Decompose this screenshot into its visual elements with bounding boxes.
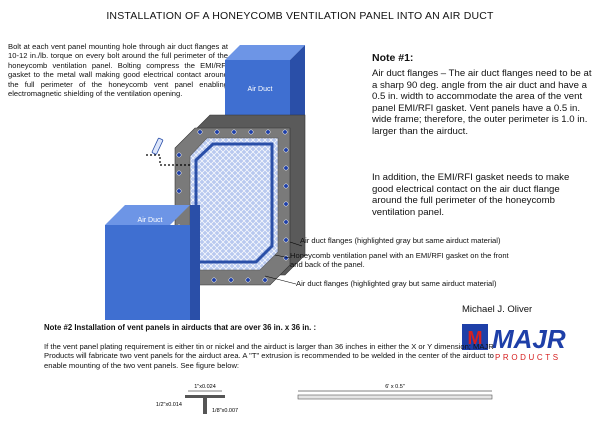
logo-main-text: MAJR (492, 324, 566, 354)
bolt-hole (265, 129, 271, 135)
bolt-hole (245, 277, 251, 283)
bolt-hole (228, 277, 234, 283)
bolt-hole (176, 152, 182, 158)
dim-bar-label: 6' x 0.5" (385, 384, 405, 390)
honeycomb-label: Honeycomb ventilation panel with an EMI/… (290, 251, 509, 270)
bolt-hole (282, 129, 288, 135)
bolt-hole (176, 188, 182, 194)
bolt-hole (197, 129, 203, 135)
bolt-hole (283, 183, 289, 189)
note1-paragraph-2: In addition, the EMI/RFI gasket needs to… (372, 172, 570, 218)
note2-heading: Note #2 Installation of vent panels in a… (44, 323, 317, 332)
note1-paragraph-1: Air duct flanges – The air duct flanges … (372, 68, 592, 137)
duct-installation-diagram: Air Duct Air Duct (105, 45, 306, 320)
lower-duct-side-face (190, 205, 200, 320)
dim-top-label: 1"x0.024 (194, 384, 216, 390)
note2-body: If the vent panel plating requirement is… (44, 342, 494, 370)
flange-lower-label: Air duct flanges (highlighted gray but s… (296, 279, 497, 288)
bar-body (297, 394, 493, 400)
upper-duct-top-face (225, 45, 305, 60)
t-extrusion-profile: 1"x0.024 1/2"x0.014 1/8"x0.007 (156, 384, 238, 414)
honeycomb-panel (189, 137, 279, 271)
bolt-callout-line (146, 154, 192, 166)
bolt-hole (283, 147, 289, 153)
lower-duct-label: Air Duct (138, 217, 163, 224)
bolt-note: Bolt at each vent panel mounting hole th… (8, 42, 228, 99)
bolt-hole (248, 129, 254, 135)
lower-duct-top-face (105, 205, 190, 225)
flange-upper-leader (289, 241, 303, 247)
t-flange (185, 395, 225, 398)
bolt-hole (283, 255, 289, 261)
dim-right-label: 1/8"x0.007 (212, 408, 238, 414)
majr-logo: M MAJR PRODUCTS (462, 324, 566, 362)
bolt-hole (214, 129, 220, 135)
extrusion-bar: 6' x 0.5" (297, 384, 493, 400)
logo-sub-text: PRODUCTS (495, 353, 561, 362)
emi-gasket (194, 142, 274, 264)
bolt-hole (283, 165, 289, 171)
flange-upper-label: Air duct flanges (highlighted gray but s… (300, 236, 501, 245)
bolt-hole (283, 201, 289, 207)
honeycomb-leader (274, 254, 291, 259)
author-name: Michael J. Oliver (462, 304, 533, 315)
bolt-hole (231, 129, 237, 135)
bolt-hole (283, 219, 289, 225)
bolt-icon (151, 137, 164, 155)
bolt-hole (176, 170, 182, 176)
t-web (203, 398, 207, 414)
bolt-hole (262, 277, 268, 283)
note1-heading: Note #1: (372, 52, 414, 64)
page-title: INSTALLATION OF A HONEYCOMB VENTILATION … (106, 10, 494, 22)
bolt-hole (211, 277, 217, 283)
logo-mark-box (462, 324, 488, 350)
upper-duct-label: Air Duct (248, 86, 273, 93)
dim-left-label: 1/2"x0.014 (156, 402, 182, 408)
flange-lower-leader (264, 275, 297, 285)
logo-mark: M (468, 328, 483, 348)
lower-duct-front-face (105, 225, 190, 320)
bolt-hole (283, 237, 289, 243)
